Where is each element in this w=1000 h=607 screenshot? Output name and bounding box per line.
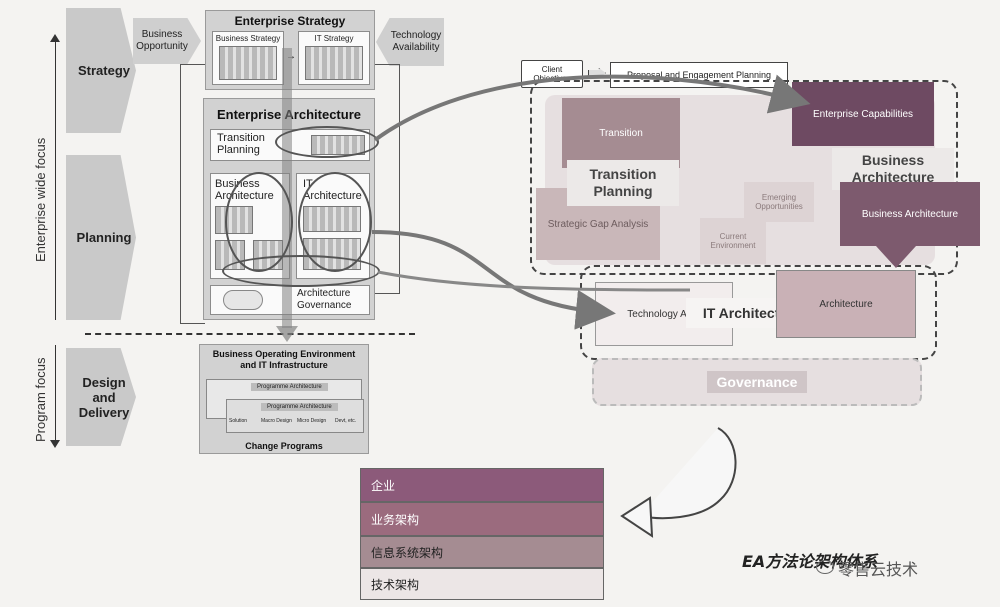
transition-box: Transition [562, 98, 680, 168]
transition-planning-right-label: Transition Planning [589, 166, 657, 199]
big-down-left-arrow-head [620, 496, 654, 538]
watermark-icon [816, 560, 834, 574]
emerging-opportunities-label: Emerging Opportunities [755, 193, 803, 211]
programme-architecture-row-2: Programme Architecture Solution Macro De… [226, 399, 364, 433]
business-opportunity-label: Business Opportunity [136, 29, 188, 52]
programme-architecture-label-2: Programme Architecture [261, 403, 338, 411]
axis-arrow-top [50, 34, 60, 42]
arrow-to-it-architecture [371, 230, 616, 330]
proposal-label: Proposal and Engagement Planning [626, 70, 772, 80]
transition-planning-label: Transition Planning [217, 132, 265, 156]
transition-oval [275, 126, 379, 158]
it-strategy-thumbnail [305, 46, 363, 80]
stage-planning: Planning [66, 155, 136, 320]
boe-title: Business Operating Environment and IT In… [212, 349, 356, 370]
boe-stage-2: Macro Design [261, 418, 292, 424]
programme-architecture-label-1: Programme Architecture [251, 383, 328, 391]
central-flow-bar [282, 48, 292, 328]
strategy-ea-connector [180, 64, 205, 324]
it-strategy-box: IT Strategy [298, 31, 370, 85]
business-architecture-box: Business Architecture [840, 182, 980, 246]
technology-availability-label: Technology Availability [390, 30, 442, 53]
watermark: 零售云技术 [838, 560, 919, 579]
boe-stage-1: Solution [229, 418, 248, 424]
governance-label: Governance [706, 371, 808, 393]
business-strategy-box: Business Strategy [212, 31, 284, 85]
caption: EA方法论架构体系 [742, 552, 878, 571]
business-strategy-label: Business Strategy [215, 34, 281, 43]
table-row-info-systems: 信息系统架构 [360, 536, 604, 568]
it-strategy-label: IT Strategy [314, 34, 354, 43]
big-down-left-arrow [639, 427, 737, 520]
focus-separator [85, 333, 415, 335]
governance-diagram [223, 290, 263, 310]
transition-label: Transition [599, 127, 643, 139]
central-flow-arrowhead [276, 326, 298, 342]
program-focus-axis [55, 345, 56, 440]
stage-design-label: Design and Delivery [78, 374, 130, 420]
strategy-ea-connector-right [375, 64, 400, 294]
emerging-opportunities-box: Emerging Opportunities [744, 182, 814, 222]
table-row-info-systems-label: 信息系统架构 [371, 545, 444, 560]
technology-availability-arrow: Technology Availability [376, 18, 444, 66]
axis-arrow-bottom [50, 440, 60, 448]
business-strategy-thumbnail [219, 46, 277, 80]
table-row-business: 业务架构 [360, 502, 604, 536]
architecture-box: Architecture [776, 270, 916, 338]
arrow-to-enterprise-capabilities [373, 74, 811, 142]
strategic-gap-label: Strategic Gap Analysis [547, 218, 649, 230]
business-opportunity-arrow: Business Opportunity [133, 18, 201, 64]
upper-dashed-region [530, 80, 958, 275]
transition-planning-callout: Transition Planning [567, 160, 679, 206]
business-architecture-label: Business Architecture [861, 208, 959, 220]
boe-panel: Business Operating Environment and IT In… [199, 344, 369, 454]
arrow-governance-to-architecture [377, 270, 691, 292]
stage-planning-label: Planning [76, 230, 132, 245]
table-row-enterprise: 企业 [360, 468, 604, 502]
table-row-business-label: 业务架构 [371, 512, 420, 527]
current-environment-label: Current Environment [710, 232, 756, 250]
stage-design-delivery: Design and Delivery [66, 348, 136, 446]
business-architecture-big-label: Business Architecture [851, 152, 935, 185]
technology-label: Technology Arch [627, 308, 701, 320]
table-row-enterprise-label: 企业 [371, 478, 396, 493]
enterprise-strategy-title: Enterprise Strategy [234, 14, 346, 28]
enterprise-capabilities-label: Enterprise Capabilities [812, 108, 914, 120]
enterprise-focus-axis [55, 40, 56, 320]
stage-strategy-label: Strategy [77, 63, 131, 78]
table-row-technology: 技术架构 [360, 568, 604, 600]
business-arch-down-arrow [876, 246, 916, 268]
boe-stage-4: Devt, etc. [335, 418, 357, 424]
table-row-technology-label: 技术架构 [371, 577, 420, 592]
architecture-governance-label: Architecture Governance [297, 288, 352, 311]
change-programs-label: Change Programs [245, 441, 323, 451]
enterprise-strategy-panel: Enterprise Strategy Business Strategy → … [205, 10, 375, 90]
current-environment-box: Current Environment [700, 218, 766, 264]
governance-box: Governance [592, 358, 922, 406]
architecture-label: Architecture [819, 298, 873, 310]
enterprise-capabilities-box: Enterprise Capabilities [792, 82, 934, 146]
stage-strategy: Strategy [66, 8, 136, 133]
boe-stage-3: Micro Design [297, 418, 327, 424]
